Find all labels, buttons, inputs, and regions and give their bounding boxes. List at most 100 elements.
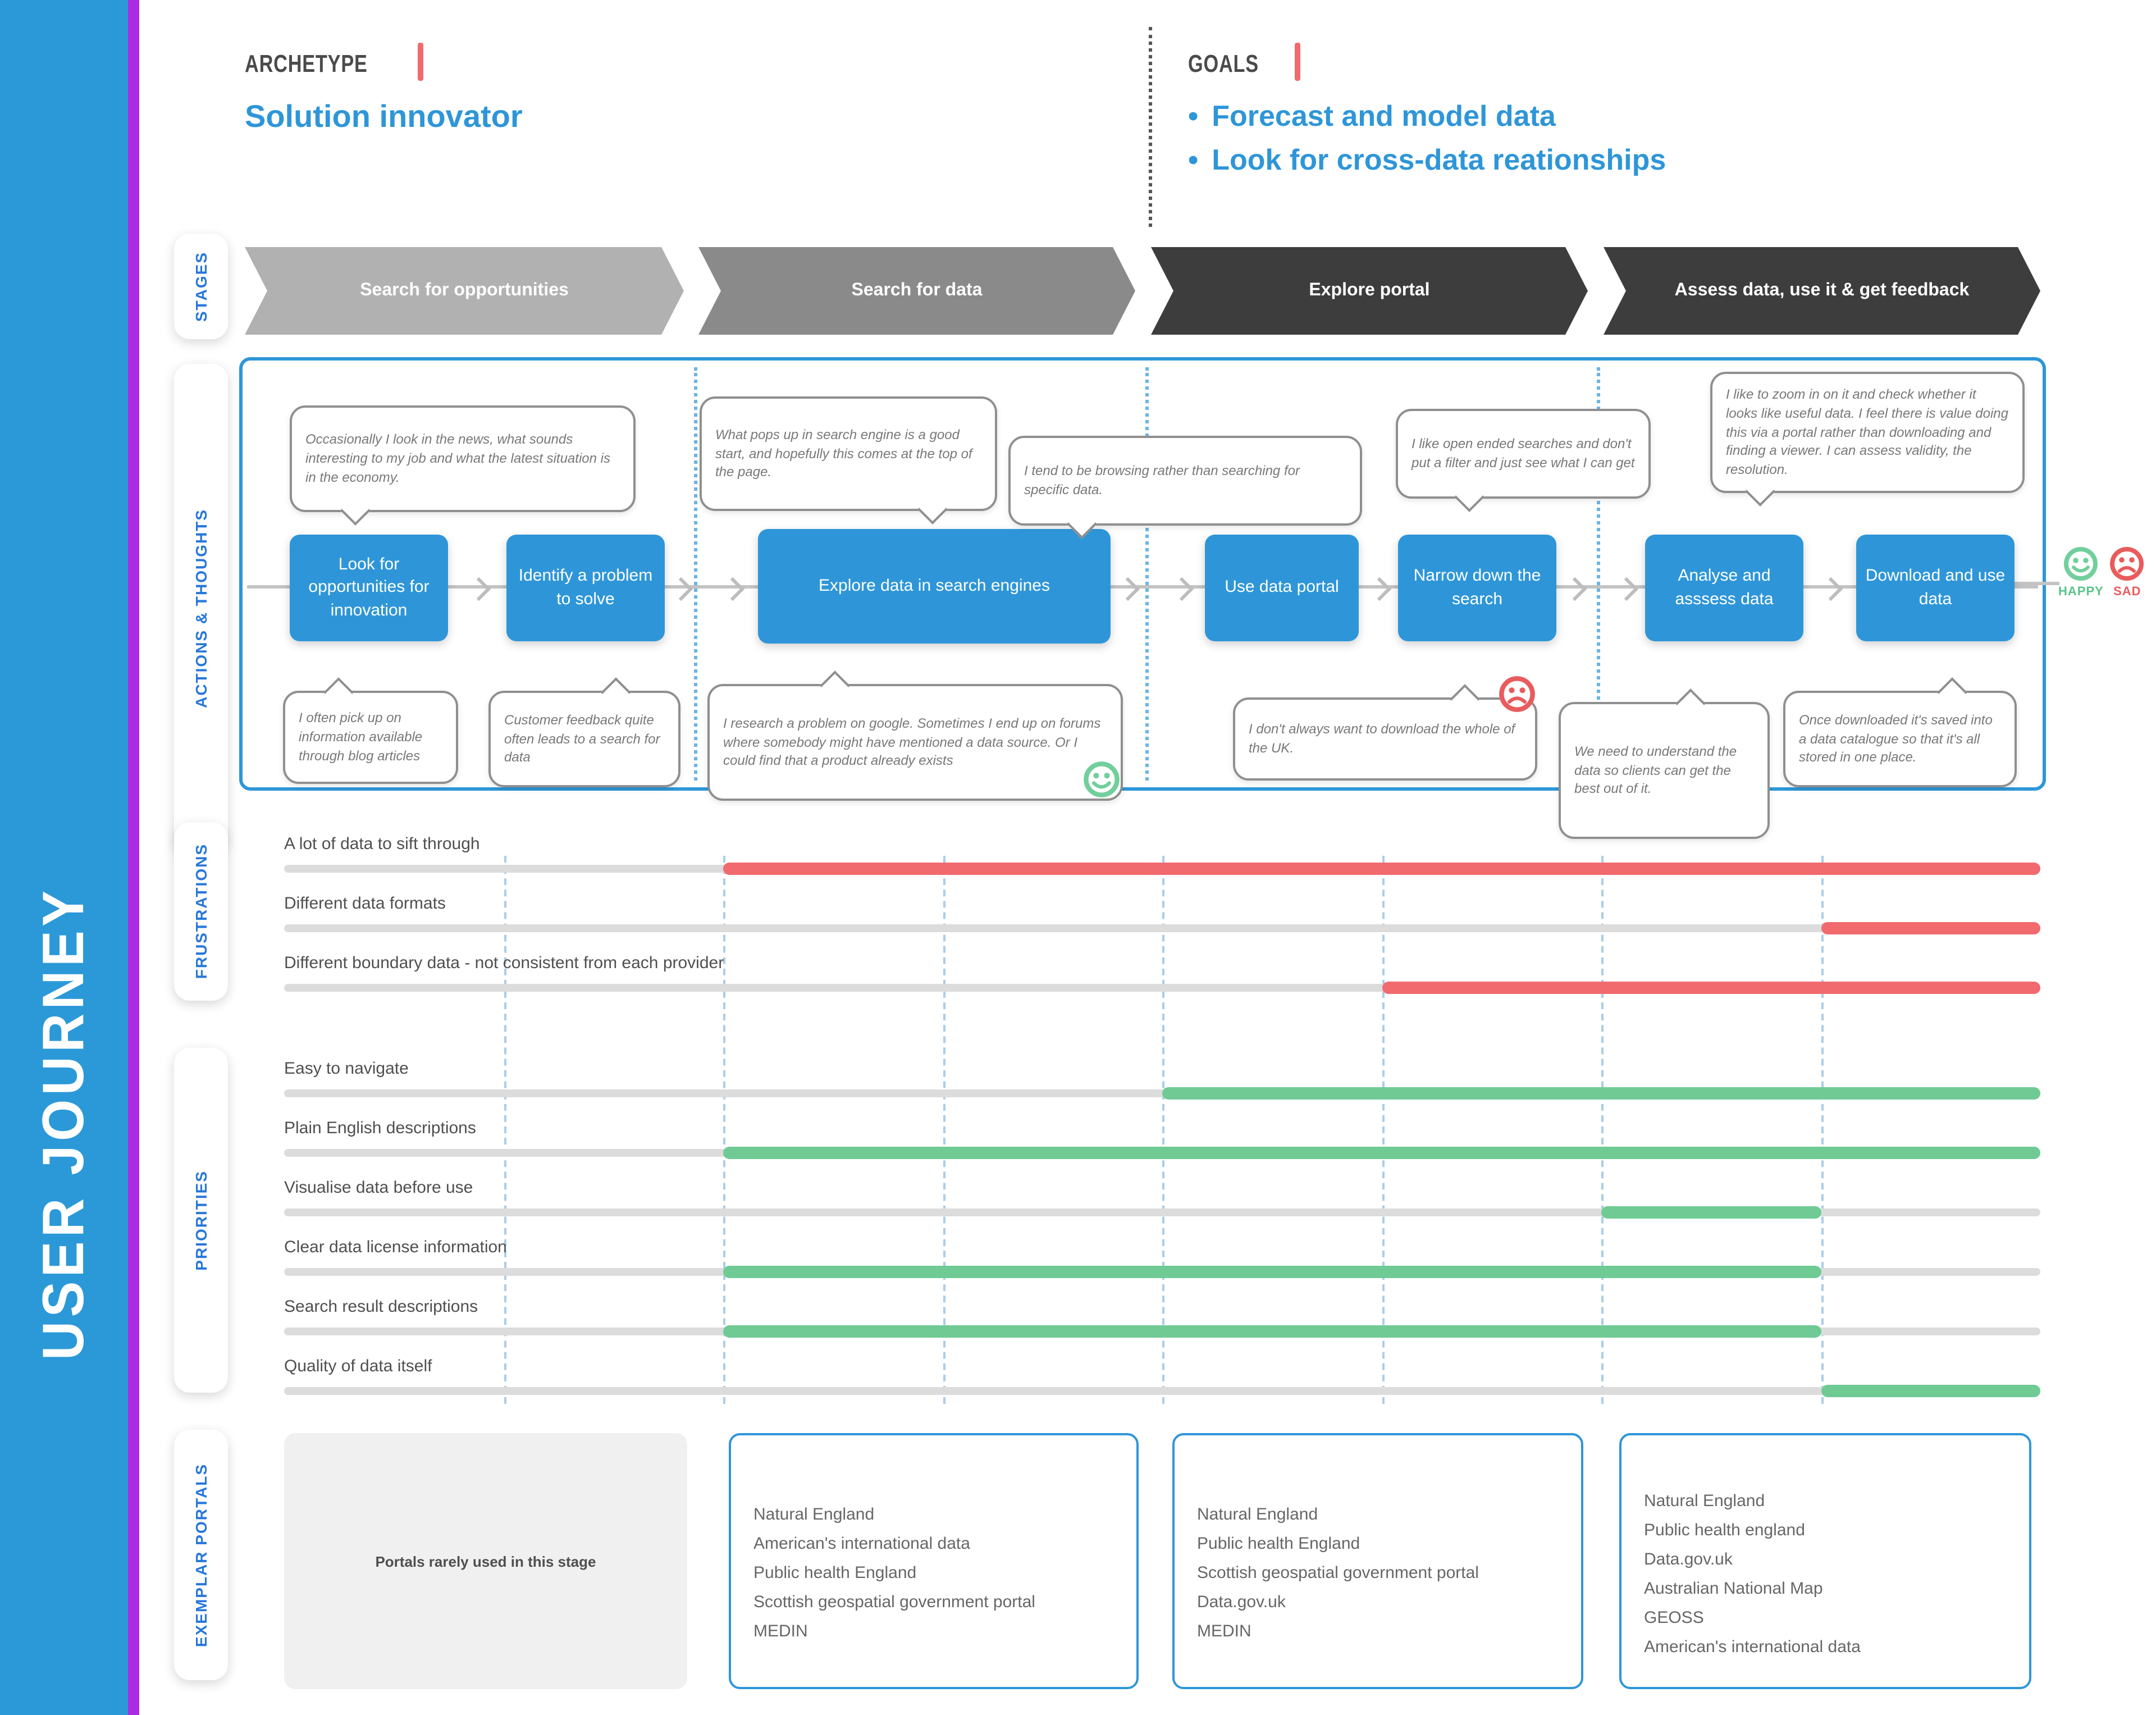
section-label-priorities: PRIORITIES bbox=[174, 1048, 228, 1393]
quote-text: Occasionally I look in the news, what so… bbox=[305, 431, 610, 485]
flow-arrow-icon bbox=[1819, 577, 1843, 601]
sidebar-accent-stripe bbox=[128, 0, 139, 1715]
quote-text: I tend to be browsing rather than search… bbox=[1024, 463, 1300, 498]
happy-face-icon bbox=[1082, 760, 1121, 804]
journey-guide-line-4 bbox=[1162, 856, 1164, 1404]
portal-item: American's international data bbox=[1644, 1638, 1861, 1657]
header-divider bbox=[1149, 27, 1152, 227]
bullet-icon: • bbox=[1188, 99, 1199, 133]
sidebar-title: USER JOURNEY bbox=[0, 584, 128, 1662]
priority-5-bar bbox=[723, 1325, 1821, 1338]
happy-face-icon bbox=[2064, 547, 2098, 581]
priority-3-label: Visualise data before use bbox=[284, 1178, 473, 1197]
journey-guide-line-6 bbox=[1601, 856, 1604, 1404]
portal-item: Public health England bbox=[1197, 1534, 1360, 1553]
thought-bubble-top-5: I like to zoom in on it and check whethe… bbox=[1710, 372, 2025, 507]
priority-2-bar bbox=[723, 1147, 2040, 1159]
bubble-tail bbox=[1745, 476, 1776, 507]
action-box-3: Explore data in search engines bbox=[758, 529, 1111, 644]
portal-item: Data.gov.uk bbox=[1197, 1593, 1286, 1612]
stage-boundary-guide-3 bbox=[1597, 367, 1600, 781]
sad-face-icon bbox=[1498, 675, 1536, 719]
section-label-actions-thoughts: ACTIONS & THOUGHTS bbox=[174, 364, 228, 852]
stage-arrow-3: Explore portal bbox=[1151, 247, 1588, 335]
goal-item: •Look for cross-data reationships bbox=[1188, 138, 1666, 182]
priority-2-track bbox=[284, 1147, 2040, 1159]
flow-arrow-icon bbox=[1367, 577, 1392, 601]
bubble-tail bbox=[601, 677, 632, 708]
thought-bubble-bottom-4: I don't always want to download the whol… bbox=[1233, 684, 1537, 781]
portal-item: Scottish geospatial government portal bbox=[753, 1593, 1035, 1612]
quote-text: I like open ended searches and don't put… bbox=[1412, 436, 1635, 471]
goals-block: GOALS •Forecast and model data •Look for… bbox=[1188, 43, 1666, 182]
portal-note: Portals rarely used in this stage bbox=[375, 1553, 596, 1570]
bullet-icon: • bbox=[1188, 143, 1199, 176]
portal-item: Public health England bbox=[753, 1563, 917, 1582]
stage-boundary-guide-1 bbox=[694, 367, 697, 781]
frustration-2-label: Different data formats bbox=[284, 894, 446, 913]
legend-sad: SAD bbox=[2109, 546, 2145, 599]
thought-bubble-bottom-6: Once downloaded it's saved into a data c… bbox=[1783, 677, 2017, 787]
thought-bubble-top-1: Occasionally I look in the news, what so… bbox=[290, 405, 636, 526]
portal-item: Australian National Map bbox=[1644, 1579, 1823, 1598]
archetype-block: ARCHETYPE Solution innovator bbox=[245, 43, 523, 135]
bubble-tail bbox=[819, 671, 850, 701]
thought-bubble-bottom-1: I often pick up on information available… bbox=[283, 677, 458, 784]
emotion-legend: HAPPY SAD bbox=[2058, 546, 2145, 599]
priority-1-label: Easy to navigate bbox=[284, 1059, 409, 1078]
journey-guide-line-3 bbox=[943, 856, 945, 1404]
quote-text: Customer feedback quite often leads to a… bbox=[504, 711, 660, 765]
bubble-tail bbox=[1455, 482, 1485, 512]
flow-arrow-icon bbox=[1614, 577, 1639, 601]
actions-flow-line bbox=[247, 585, 2038, 589]
quote-text: I don't always want to download the whol… bbox=[1249, 721, 1515, 756]
journey-guide-line-1 bbox=[504, 856, 506, 1404]
stage-arrow-1: Search for opportunities bbox=[245, 247, 684, 335]
quote-text: I like to zoom in on it and check whethe… bbox=[1726, 386, 2008, 478]
portal-item: GEOSS bbox=[1644, 1608, 1704, 1627]
bubble-tail bbox=[340, 495, 371, 526]
frustration-1-label: A lot of data to sift through bbox=[284, 834, 480, 854]
bubble-tail bbox=[1449, 684, 1480, 714]
priority-4-label: Clear data license information bbox=[284, 1238, 507, 1257]
legend-happy-label: HAPPY bbox=[2058, 585, 2104, 599]
archetype-value: Solution innovator bbox=[245, 99, 523, 134]
thought-bubble-top-4: I like open ended searches and don't put… bbox=[1396, 409, 1651, 512]
thought-bubble-bottom-3: I research a problem on google. Sometime… bbox=[707, 671, 1123, 801]
portal-item: Natural England bbox=[1644, 1491, 1765, 1511]
portal-item: Natural England bbox=[1197, 1505, 1318, 1524]
quote-text: I often pick up on information available… bbox=[299, 710, 423, 764]
flow-arrow-icon bbox=[720, 577, 745, 601]
portal-box-1: Portals rarely used in this stage bbox=[284, 1433, 687, 1689]
priority-4-bar bbox=[723, 1266, 1821, 1278]
priority-4-track bbox=[284, 1266, 2040, 1278]
action-box-5: Narrow down the search bbox=[1398, 535, 1556, 641]
quote-text: We need to understand the data so client… bbox=[1574, 743, 1737, 797]
frustration-1-track bbox=[284, 863, 2040, 875]
action-box-6: Analyse and asssess data bbox=[1645, 535, 1803, 641]
legend-happy: HAPPY bbox=[2058, 546, 2104, 599]
archetype-accent-bar bbox=[418, 43, 424, 81]
bubble-tail bbox=[1936, 677, 1967, 708]
frustration-3-label: Different boundary data - not consistent… bbox=[284, 954, 724, 973]
frustration-2-track bbox=[284, 922, 2040, 934]
priority-2-label: Plain English descriptions bbox=[284, 1119, 476, 1138]
frustration-3-track bbox=[284, 982, 2040, 994]
archetype-label: ARCHETYPE bbox=[245, 49, 368, 77]
section-label-exemplar-portals: EXEMPLAR PORTALS bbox=[174, 1430, 228, 1680]
thought-bubble-bottom-5: We need to understand the data so client… bbox=[1559, 688, 1770, 839]
priority-1-bar bbox=[1162, 1087, 2040, 1100]
stage-arrow-2: Search for data bbox=[698, 247, 1135, 335]
thought-bubble-top-3: I tend to be browsing rather than search… bbox=[1008, 436, 1362, 539]
priority-6-bar bbox=[1821, 1385, 2040, 1397]
portal-item: Natural England bbox=[753, 1505, 875, 1524]
journey-guide-line-5 bbox=[1382, 856, 1384, 1404]
frustration-1-bar bbox=[723, 863, 2040, 875]
priority-3-track bbox=[284, 1206, 2040, 1219]
portal-item: Scottish geospatial government portal bbox=[1197, 1563, 1479, 1582]
